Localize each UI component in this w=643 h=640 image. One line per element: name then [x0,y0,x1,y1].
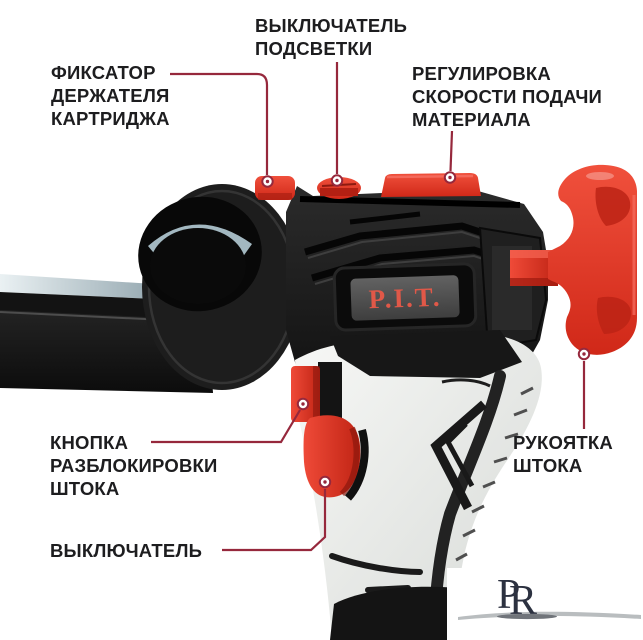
leader-trigger-switch [222,489,327,552]
marker-light-switch [330,174,344,187]
cartridge-collar-ring [138,184,302,390]
callout-text-line: ВЫКЛЮЧАТЕЛЬ [255,15,408,36]
cartridge-lock-part [255,176,295,200]
leader-speed-dial [449,130,454,172]
rod-release-button [291,366,320,422]
callout-text-line: КНОПКА [50,432,129,453]
callout-text-line: ШТОКА [50,478,120,499]
trigger [291,362,369,501]
marker-rod-release [296,397,310,411]
callout-label-rod-release: КНОПКА РАЗБЛОКИРОВКИ ШТОКА [50,431,218,500]
brand-label: P.I.T. [368,282,442,315]
marker-cartridge-lock [261,175,274,188]
callout-text-line: МАТЕРИАЛА [412,109,531,130]
callout-text-line: ШТОКА [513,455,583,476]
callout-label-trigger-switch: ВЫКЛЮЧАТЕЛЬ [50,539,202,562]
callout-text-line: ПОДСВЕТКИ [255,38,373,59]
callout-label-speed-dial: РЕГУЛИРОВКА СКОРОСТИ ПОДАЧИ МАТЕРИАЛА [412,62,602,131]
rod-t-handle [510,164,637,355]
leader-rod-release [151,409,301,444]
speed-dial-part [381,173,481,197]
trigger-switch-part [303,415,361,498]
callout-text-line: СКОРОСТИ ПОДАЧИ [412,86,603,107]
callout-label-light-switch: ВЫКЛЮЧАТЕЛЬ ПОДСВЕТКИ [255,14,407,60]
marker-trigger-switch [318,475,332,489]
leader-cartridge-lock [170,72,269,175]
callout-text-line: ФИКСАТОР [51,62,156,83]
watermark-letter-r: R [509,578,538,624]
callout-text-line: РУКОЯТКА [513,432,613,453]
callout-text-line: РАЗБЛОКИРОВКИ [50,455,218,476]
marker-rod-handle [577,347,591,361]
callout-text-line: РЕГУЛИРОВКА [412,63,551,84]
marker-speed-dial [443,171,457,184]
callout-text-line: ВЫКЛЮЧАТЕЛЬ [50,540,203,561]
callout-markers [261,171,591,489]
watermark-letter-p: P [497,572,521,618]
watermark-monogram: P R [447,568,643,640]
callout-label-rod-handle: РУКОЯТКА ШТОКА [513,431,613,477]
brand-plate: P.I.T. [332,262,478,332]
callout-text-line: ДЕРЖАТЕЛЯ [51,85,170,106]
handle-grip [295,330,542,640]
watermark-backdrop [447,568,643,640]
callout-label-cartridge-lock: ФИКСАТОР ДЕРЖАТЕЛЯ КАРТРИДЖА [51,61,170,130]
callout-lines [151,62,586,552]
callout-text-line: КАРТРИДЖА [51,108,170,129]
